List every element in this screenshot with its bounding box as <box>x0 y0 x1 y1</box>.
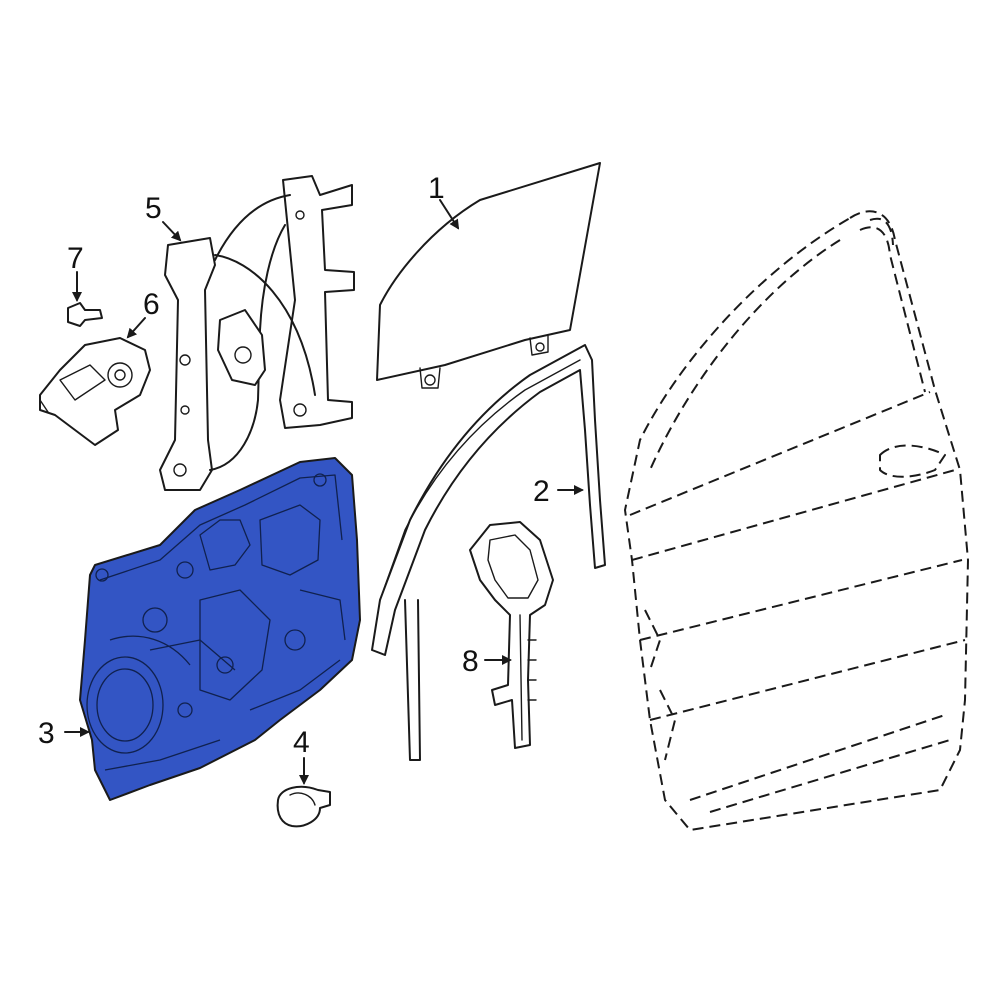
window-regulator[interactable] <box>159 175 355 491</box>
glass-channel-bracket[interactable] <box>469 521 554 749</box>
glass-run-channel[interactable] <box>371 344 606 761</box>
bolt[interactable] <box>67 302 103 327</box>
door-module-panel[interactable] <box>79 457 361 801</box>
callout-labels: 1 2 3 4 5 6 7 8 <box>38 172 550 759</box>
callout-label-5: 5 <box>145 192 162 225</box>
door-shell[interactable] <box>624 210 969 831</box>
callout-label-8: 8 <box>462 645 479 678</box>
leader-1 <box>439 199 460 230</box>
callout-label-3: 3 <box>38 717 55 750</box>
window-motor[interactable] <box>39 337 151 446</box>
leader-6 <box>126 317 146 339</box>
callout-label-7: 7 <box>67 242 84 275</box>
callout-label-2: 2 <box>533 475 550 508</box>
plug-grommet[interactable] <box>276 785 331 828</box>
leader-5 <box>162 221 182 242</box>
callout-label-1: 1 <box>428 172 445 205</box>
callout-label-6: 6 <box>143 288 160 321</box>
window-glass[interactable] <box>376 162 601 389</box>
callout-label-4: 4 <box>293 726 310 759</box>
callout-leaders <box>64 199 584 785</box>
